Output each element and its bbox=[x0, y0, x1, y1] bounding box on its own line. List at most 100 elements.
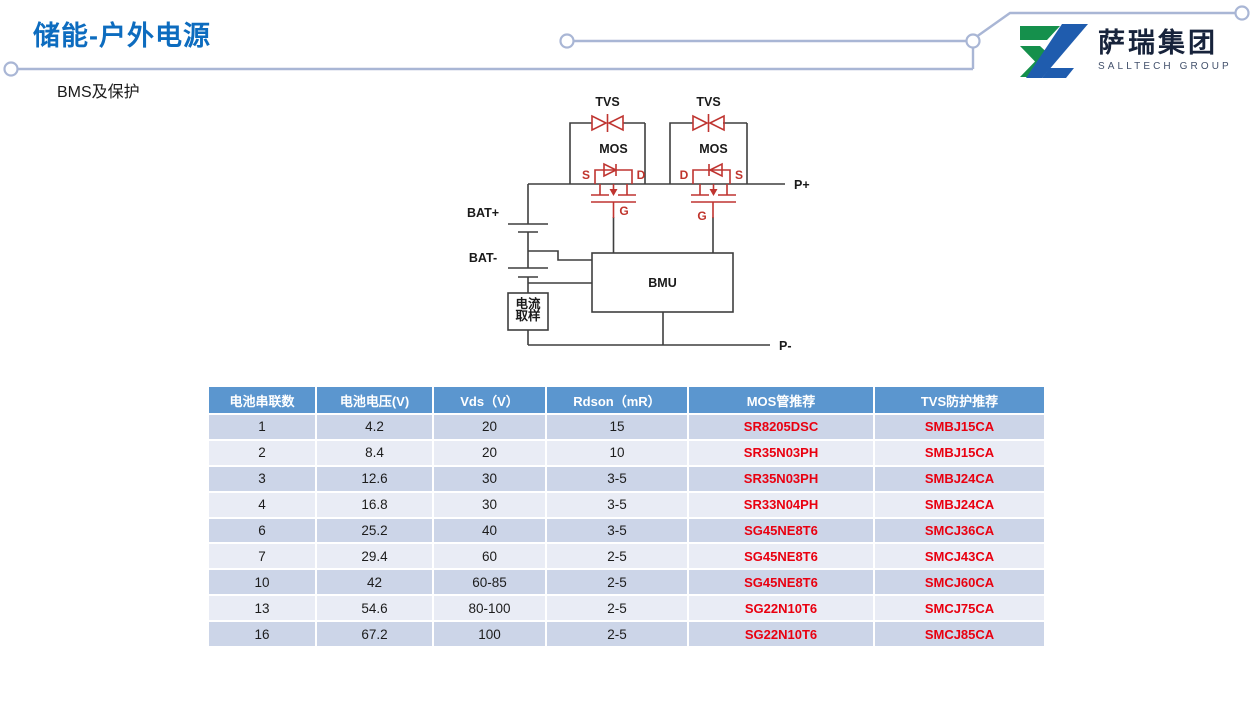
table-cell: 3-5 bbox=[545, 516, 689, 545]
mos-label-left: MOS bbox=[599, 142, 627, 156]
table-cell: 60-85 bbox=[432, 568, 547, 597]
table-cell: 1 bbox=[207, 413, 317, 441]
source-label-left: S bbox=[582, 168, 590, 182]
table-header-cell: Rdson（mR） bbox=[545, 385, 689, 415]
logo-text: 萨瑞集团 SALLTECH GROUP bbox=[1098, 28, 1232, 73]
table-cell: SMCJ75CA bbox=[873, 594, 1046, 623]
table-cell: 60 bbox=[432, 542, 547, 571]
tvs-loop-right bbox=[669, 122, 748, 184]
table-cell: 30 bbox=[432, 490, 547, 519]
table-cell: SG45NE8T6 bbox=[687, 542, 875, 571]
table-cell: SMBJ24CA bbox=[873, 490, 1046, 519]
current-sample-label-line1: 电流 bbox=[515, 296, 541, 311]
tvs-loop-left bbox=[569, 122, 646, 184]
table-cell: 15 bbox=[545, 413, 689, 441]
table-header-cell: TVS防护推荐 bbox=[873, 385, 1046, 415]
table-cell: 3-5 bbox=[545, 464, 689, 493]
connector-node-circle bbox=[965, 33, 981, 49]
table-cell: 2 bbox=[207, 438, 317, 467]
table-cell: SMBJ15CA bbox=[873, 438, 1046, 467]
bat-minus-label: BAT- bbox=[469, 251, 497, 265]
table-cell: SG22N10T6 bbox=[687, 620, 875, 649]
table-cell: SG22N10T6 bbox=[687, 594, 875, 623]
header-connector-decoration bbox=[3, 5, 1250, 77]
logo-name-cn: 萨瑞集团 bbox=[1098, 28, 1218, 58]
battery-symbol bbox=[508, 223, 548, 233]
table-cell: SG45NE8T6 bbox=[687, 516, 875, 545]
mosfet-symbol-left bbox=[591, 162, 636, 218]
table-cell: 20 bbox=[432, 413, 547, 441]
table-cell: 40 bbox=[432, 516, 547, 545]
circuit-wires bbox=[507, 122, 785, 346]
table-cell: SG45NE8T6 bbox=[687, 568, 875, 597]
table-cell: 10 bbox=[207, 568, 317, 597]
table-cell: 3-5 bbox=[545, 490, 689, 519]
table-cell: 2-5 bbox=[545, 594, 689, 623]
table-cell: 67.2 bbox=[315, 620, 434, 649]
tvs-symbol-right bbox=[692, 114, 725, 132]
table-cell: 6 bbox=[207, 516, 317, 545]
table-cell: 100 bbox=[432, 620, 547, 649]
gate-label-right: G bbox=[697, 209, 706, 223]
table-cell: SMCJ60CA bbox=[873, 568, 1046, 597]
tvs-label-right: TVS bbox=[696, 95, 720, 109]
table-cell: 42 bbox=[315, 568, 434, 597]
bmu-label: BMU bbox=[648, 276, 676, 290]
mosfet-symbol-right bbox=[691, 162, 736, 218]
slide-title: 储能-户外电源 bbox=[33, 21, 211, 51]
drain-label-right: D bbox=[680, 168, 689, 182]
connector-node-circle bbox=[3, 61, 19, 77]
connector-node-circle bbox=[559, 33, 575, 49]
table-cell: 80-100 bbox=[432, 594, 547, 623]
bat-plus-label: BAT+ bbox=[467, 206, 499, 220]
table-cell: 12.6 bbox=[315, 464, 434, 493]
table-cell: 2-5 bbox=[545, 542, 689, 571]
table-cell: SMBJ24CA bbox=[873, 464, 1046, 493]
table-cell: 54.6 bbox=[315, 594, 434, 623]
table-cell: 16.8 bbox=[315, 490, 434, 519]
p-minus-label: P- bbox=[779, 339, 792, 353]
connector-line bbox=[976, 11, 1236, 37]
logo-name-en: SALLTECH GROUP bbox=[1098, 61, 1232, 72]
connector-line bbox=[17, 47, 975, 71]
table-cell: 25.2 bbox=[315, 516, 434, 545]
table-header-cell: 电池电压(V) bbox=[315, 385, 434, 415]
current-sample-label-line2: 取样 bbox=[515, 308, 541, 323]
source-label-right: S bbox=[735, 168, 743, 182]
tvs-symbol-left bbox=[591, 114, 624, 132]
table-cell: SMCJ43CA bbox=[873, 542, 1046, 571]
table-cell: 10 bbox=[545, 438, 689, 467]
tvs-label-left: TVS bbox=[595, 95, 619, 109]
table-cell: 20 bbox=[432, 438, 547, 467]
logo-mark-icon bbox=[1020, 24, 1088, 78]
table-cell: 4.2 bbox=[315, 413, 434, 441]
section-subtitle: BMS及保护 bbox=[57, 84, 140, 101]
gate-label-left: G bbox=[619, 204, 628, 218]
table-cell: SMCJ85CA bbox=[873, 620, 1046, 649]
table-cell: 8.4 bbox=[315, 438, 434, 467]
table-cell: SMBJ15CA bbox=[873, 413, 1046, 441]
drain-label-left: D bbox=[637, 168, 646, 182]
bms-circuit-diagram: TVS TVS MOS MOS S D G D S G BAT+ BAT- BM… bbox=[467, 95, 810, 353]
table-cell: SR35N03PH bbox=[687, 464, 875, 493]
table-cell: 2-5 bbox=[545, 568, 689, 597]
table-cell: 4 bbox=[207, 490, 317, 519]
table-header-cell: 电池串联数 bbox=[207, 385, 317, 415]
table-cell: 29.4 bbox=[315, 542, 434, 571]
table-cell: 3 bbox=[207, 464, 317, 493]
table-cell: 30 bbox=[432, 464, 547, 493]
table-header-cell: Vds（V） bbox=[432, 385, 547, 415]
table-cell: SMCJ36CA bbox=[873, 516, 1046, 545]
table-cell: 7 bbox=[207, 542, 317, 571]
